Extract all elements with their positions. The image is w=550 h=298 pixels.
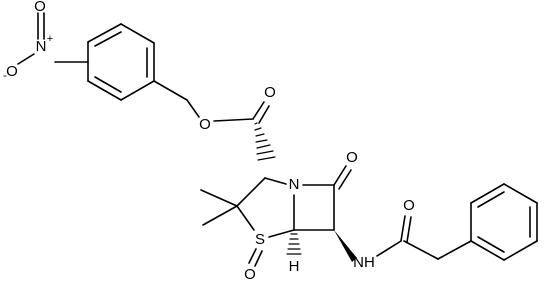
bond — [503, 183, 538, 204]
hash — [256, 150, 274, 155]
bond-methyl — [200, 189, 238, 207]
nitro-charge-minus: - — [3, 70, 7, 82]
stereo-hydrogen: H — [289, 258, 300, 275]
bond — [236, 177, 266, 207]
bond — [338, 169, 352, 190]
hash — [254, 122, 258, 125]
bond — [252, 101, 265, 120]
ester-oxygen-double: O — [264, 84, 276, 101]
hashed-bond — [254, 122, 276, 161]
bond — [87, 23, 122, 43]
nitrophenyl-ring — [87, 23, 155, 101]
bond — [406, 216, 412, 243]
bond — [17, 53, 35, 65]
bond-double-inner — [94, 31, 122, 47]
hash — [257, 156, 276, 161]
bond — [258, 105, 270, 124]
nitro-group: O N + O - — [3, 0, 89, 82]
penam-core: N S O O H — [200, 149, 358, 283]
ester-linkage: O O — [153, 80, 276, 161]
phenylacetamide-sidechain: NH O — [334, 197, 472, 271]
bond — [120, 80, 155, 101]
bond-double-inner — [94, 76, 122, 93]
bond — [248, 248, 257, 264]
ring-nitrogen: N — [289, 176, 300, 193]
bond — [376, 240, 402, 257]
hash — [255, 133, 265, 137]
bond — [213, 118, 254, 122]
bond — [236, 205, 255, 231]
nitro-oxygen-top: O — [34, 0, 46, 15]
bond-double-inner — [477, 191, 505, 208]
hash — [256, 144, 271, 149]
hashed-bond-H — [286, 233, 302, 255]
ester-oxygen-single: O — [199, 116, 211, 133]
bond — [503, 240, 538, 261]
bond — [470, 183, 505, 204]
bond — [186, 99, 200, 118]
bond — [264, 177, 287, 185]
amide-nh: NH — [353, 254, 375, 271]
nitro-charge-plus: + — [47, 33, 53, 45]
bond — [120, 23, 155, 44]
bond — [400, 215, 406, 242]
bond-methyl — [202, 205, 238, 226]
phenyl-ring — [470, 183, 538, 261]
sulfoxide-oxygen: O — [244, 266, 256, 283]
bond — [268, 229, 295, 238]
bond — [153, 80, 188, 101]
bond-double-inner — [477, 236, 505, 253]
lactam-oxygen: O — [346, 149, 358, 166]
wedge-bond — [334, 230, 357, 262]
amide-oxygen: O — [403, 197, 415, 214]
bond — [254, 250, 263, 267]
bond — [437, 240, 472, 260]
nitro-nitrogen: N — [36, 38, 47, 55]
bond — [333, 165, 347, 186]
bond — [403, 240, 439, 260]
ring-sulfur: S — [255, 231, 265, 248]
hash — [254, 127, 262, 131]
bond — [87, 80, 122, 101]
bond — [470, 240, 505, 261]
nitro-oxygen-minus: O — [6, 63, 18, 80]
hash — [255, 139, 268, 143]
